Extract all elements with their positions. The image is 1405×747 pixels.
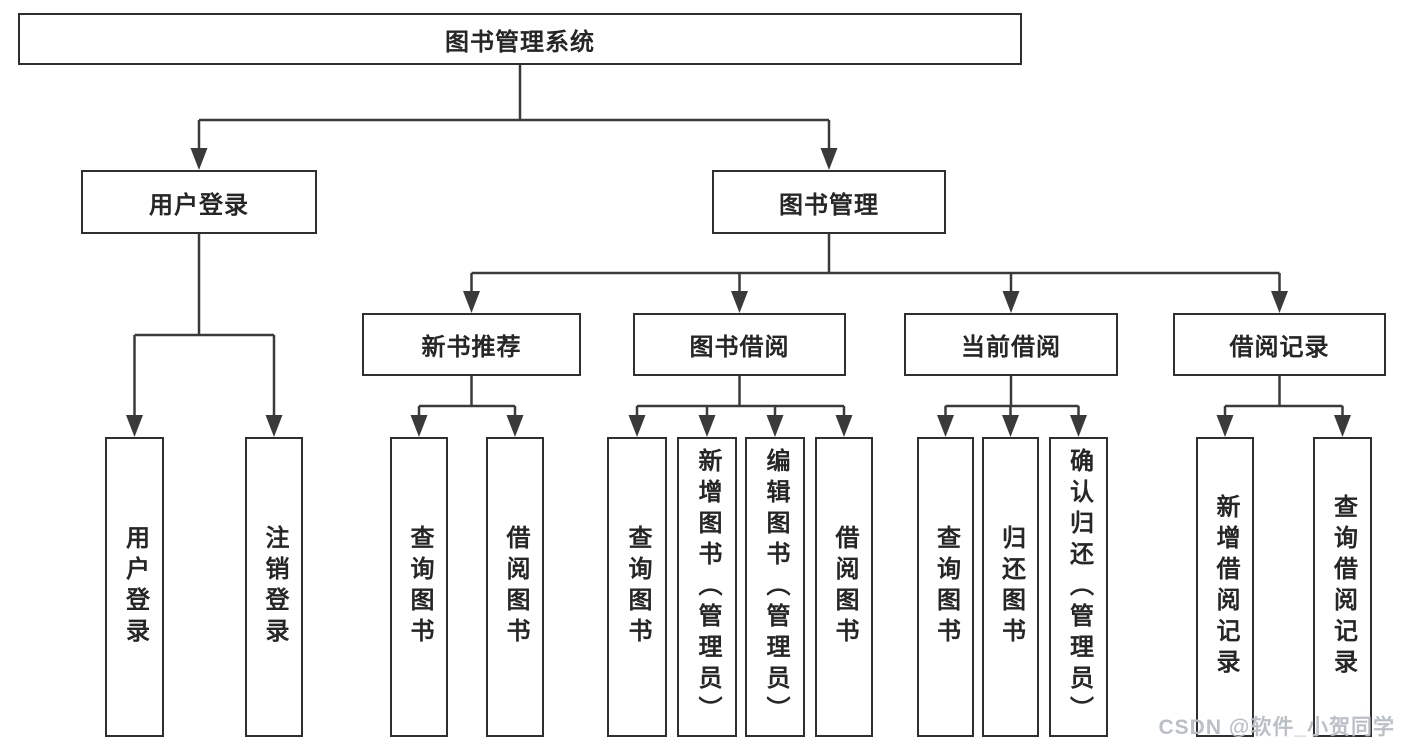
- node-current-borrow: 当前借阅: [904, 313, 1118, 376]
- leaf-return-book-label: 归还图书: [997, 525, 1025, 649]
- leaf-recommend-query-book: 查询图书: [390, 437, 448, 737]
- leaf-recommend-query-book-label: 查询图书: [406, 525, 433, 649]
- leaf-borrow-query-book-label: 查询图书: [624, 525, 651, 649]
- leaf-add-book-admin: 新增图书（管理员）: [677, 437, 737, 737]
- node-borrow-records: 借阅记录: [1173, 313, 1386, 376]
- leaf-return-book: 归还图书: [982, 437, 1039, 737]
- node-borrow-records-label: 借阅记录: [1229, 334, 1330, 361]
- leaf-edit-book-admin-label: 编辑图书（管理员）: [762, 447, 789, 727]
- node-book-management-label: 图书管理: [779, 191, 879, 219]
- leaf-user-login: 用户登录: [105, 437, 164, 737]
- leaf-edit-book-admin: 编辑图书（管理员）: [745, 437, 805, 737]
- node-book-borrow-label: 图书借阅: [689, 334, 790, 361]
- leaf-recommend-borrow-book-label: 借阅图书: [502, 525, 529, 649]
- leaf-current-query-book-label: 查询图书: [932, 525, 960, 649]
- node-root: 图书管理系统: [18, 13, 1022, 65]
- leaf-borrow-book-label: 借阅图书: [831, 525, 858, 649]
- node-book-borrow: 图书借阅: [633, 313, 846, 376]
- leaf-add-borrow-record: 新增借阅记录: [1196, 437, 1254, 737]
- arrowheads: [126, 148, 1351, 437]
- leaf-borrow-query-book: 查询图书: [607, 437, 667, 737]
- node-new-book-recommend: 新书推荐: [362, 313, 581, 376]
- leaf-recommend-borrow-book: 借阅图书: [486, 437, 544, 737]
- leaf-user-login-label: 用户登录: [121, 525, 149, 649]
- node-book-management: 图书管理: [712, 170, 946, 234]
- leaf-confirm-return-admin: 确认归还（管理员）: [1049, 437, 1108, 737]
- node-user-login: 用户登录: [81, 170, 317, 234]
- leaf-query-borrow-record-label: 查询借阅记录: [1329, 494, 1357, 680]
- leaf-query-borrow-record: 查询借阅记录: [1313, 437, 1372, 737]
- leaf-logout: 注销登录: [245, 437, 303, 737]
- node-new-book-recommend-label: 新书推荐: [421, 334, 522, 361]
- node-current-borrow-label: 当前借阅: [961, 334, 1061, 361]
- csdn-watermark: CSDN @软件_小贺同学: [1158, 716, 1395, 739]
- leaf-logout-label: 注销登录: [261, 525, 288, 649]
- leaf-add-borrow-record-label: 新增借阅记录: [1212, 494, 1239, 680]
- node-user-login-label: 用户登录: [149, 191, 249, 219]
- node-root-label: 图书管理系统: [445, 28, 595, 56]
- leaf-confirm-return-admin-label: 确认归还（管理员）: [1065, 447, 1093, 727]
- leaf-add-book-admin-label: 新增图书（管理员）: [694, 447, 721, 727]
- leaf-current-query-book: 查询图书: [917, 437, 974, 737]
- leaf-borrow-book: 借阅图书: [815, 437, 873, 737]
